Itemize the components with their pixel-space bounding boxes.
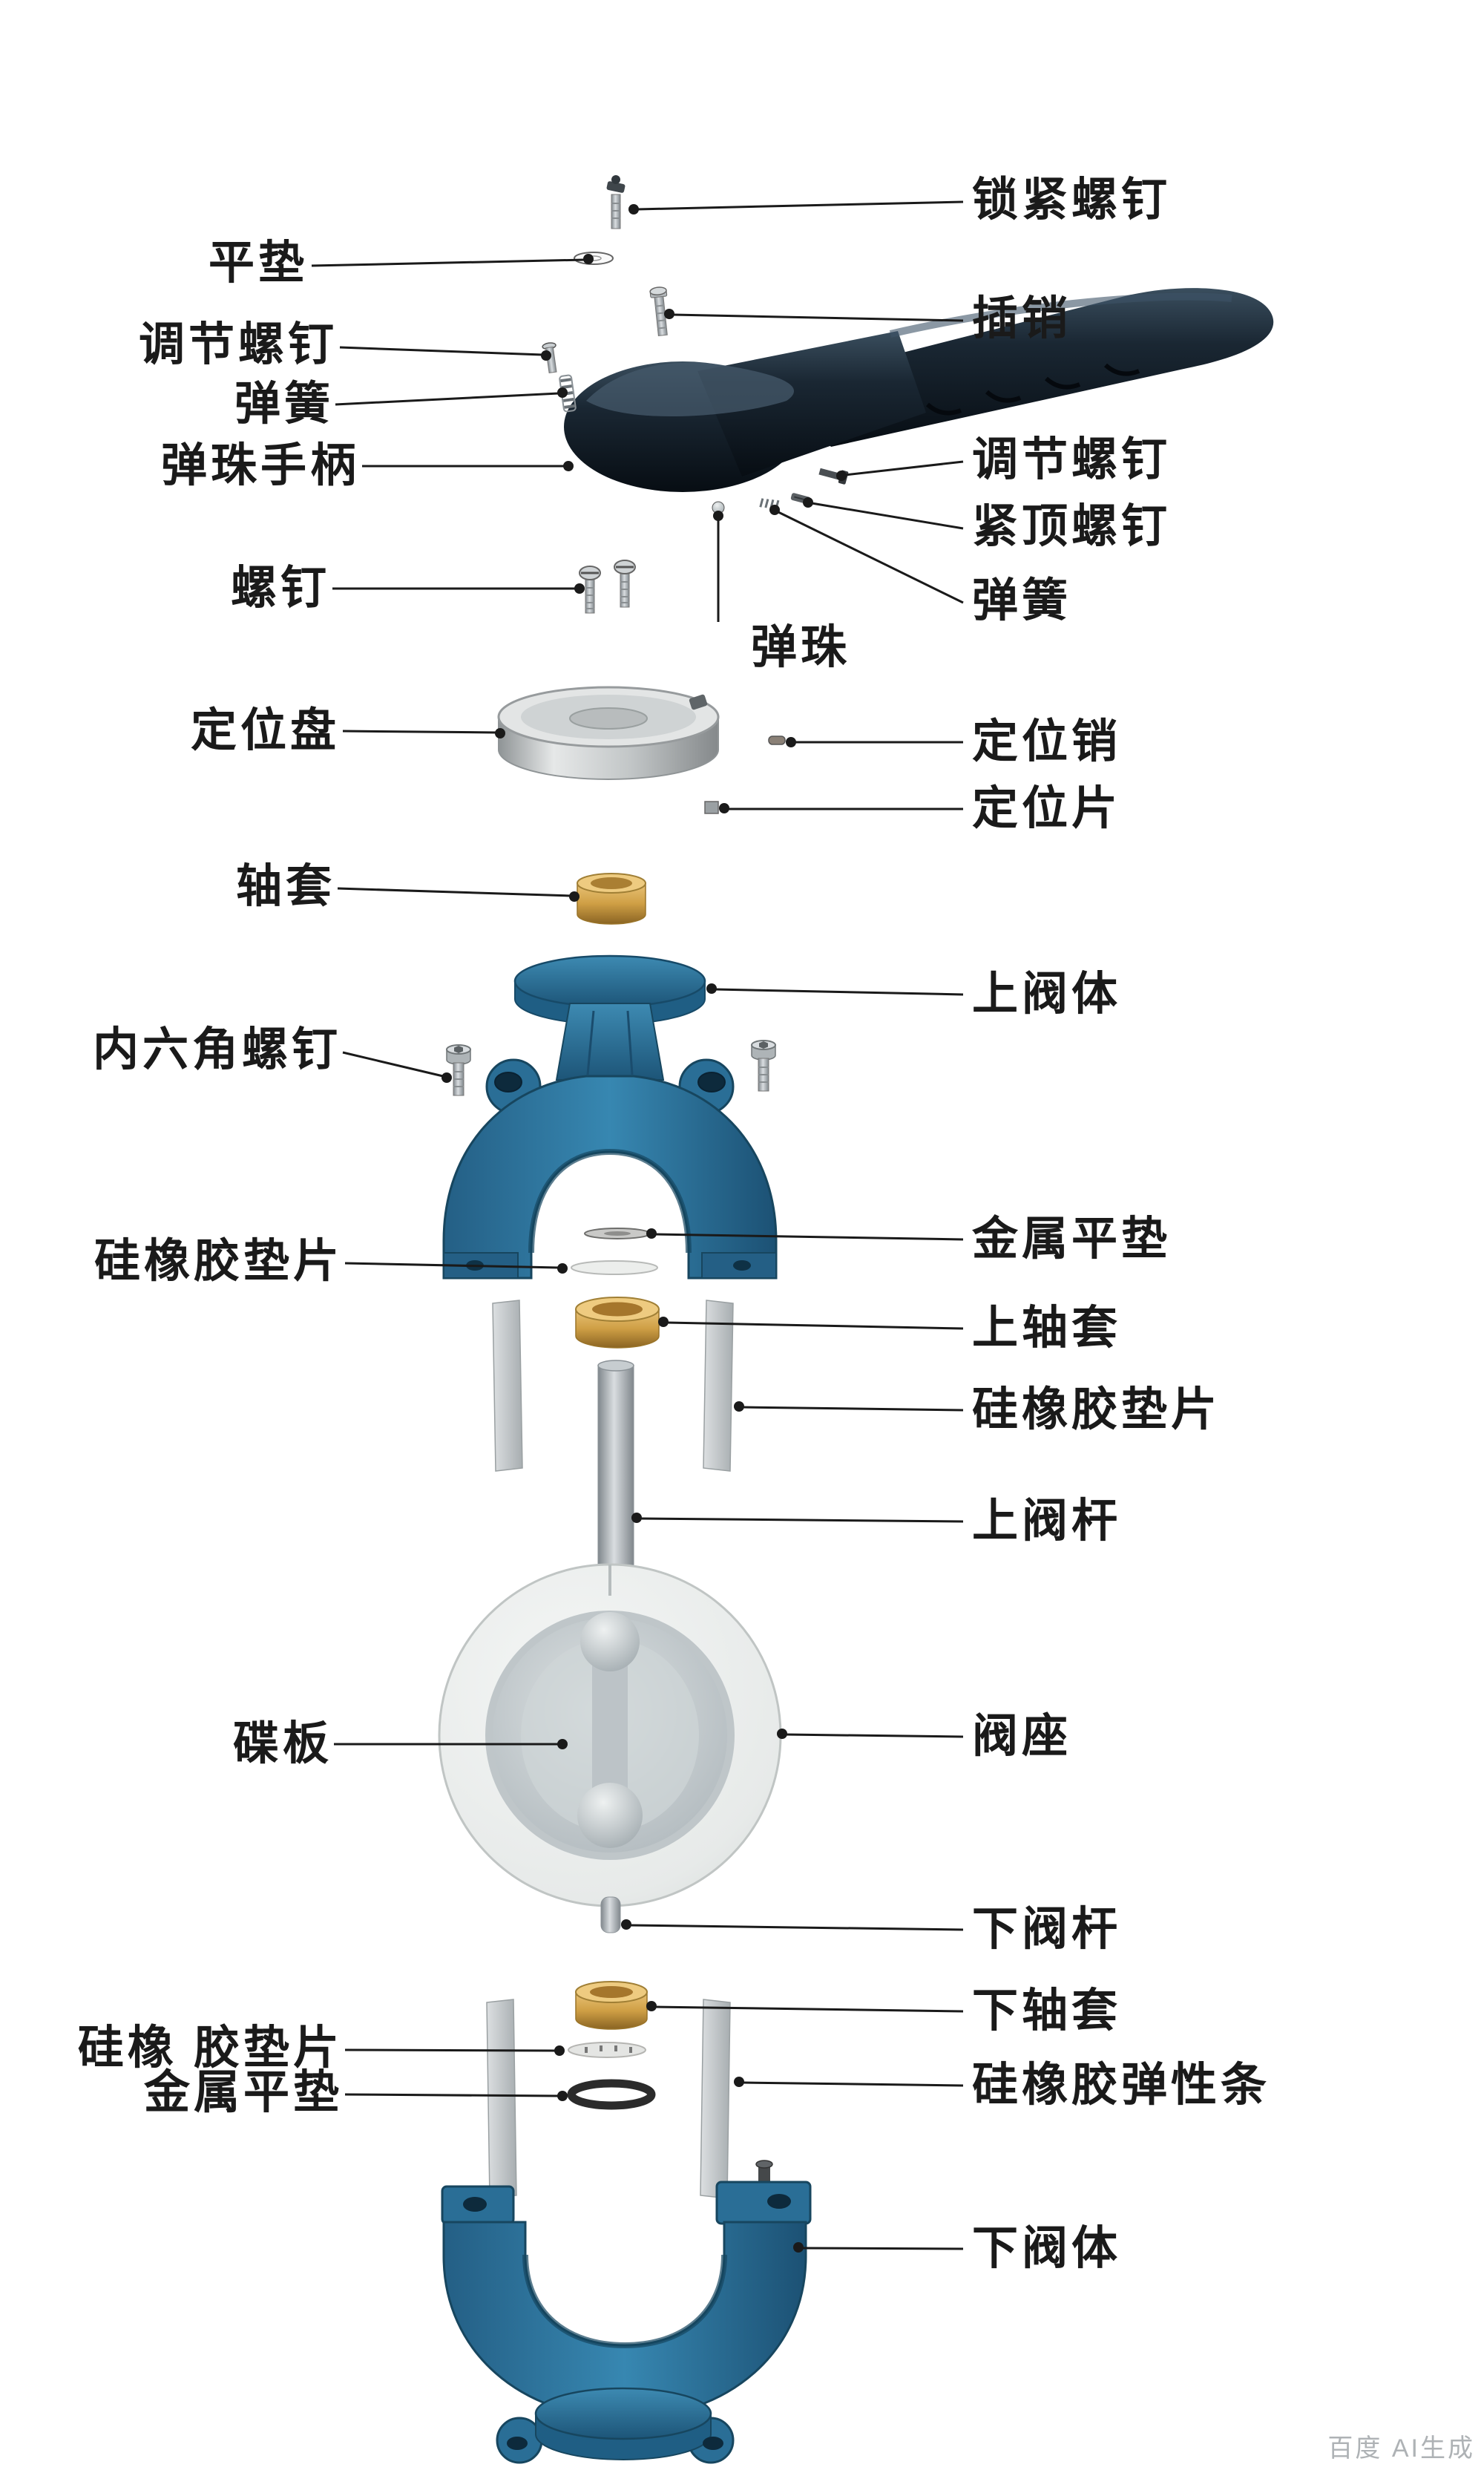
- part-upper-shaft-sleeve: [575, 1297, 660, 1349]
- label-silicone-gasket-lower: 硅橡 胶垫片: [77, 2022, 343, 2074]
- label-cotter-pin: 插销: [972, 293, 1072, 344]
- label-positioning-piece: 定位片: [972, 783, 1122, 834]
- label-metal-washer-lower: 金属平垫: [143, 2067, 343, 2118]
- part-positioning-piece: [704, 801, 719, 814]
- label-silicone-gasket-right: 硅橡胶垫片: [972, 1384, 1221, 1435]
- label-set-screw: 紧顶螺钉: [972, 501, 1172, 552]
- label-flat-washer: 平垫: [208, 238, 308, 289]
- part-lower-stem: [600, 1896, 621, 1933]
- label-adjust-screw-left: 调节螺钉: [138, 319, 338, 370]
- label-screw: 螺钉: [230, 563, 330, 614]
- part-metal-washer-lower: [567, 2079, 656, 2110]
- label-spring-left: 弹簧: [234, 379, 334, 430]
- label-lock-screw: 锁紧螺钉: [972, 174, 1172, 226]
- part-ball-handle: [564, 288, 1274, 492]
- part-flat-washer: [574, 252, 614, 265]
- part-lower-valve-body: [441, 2160, 812, 2464]
- leader-lines: [311, 200, 964, 2250]
- part-silicone-strips-upper: [492, 1300, 734, 1472]
- label-lower-stem: 下阀杆: [972, 1904, 1122, 1955]
- part-lock-screw: [606, 175, 626, 229]
- part-silicone-elastic-strips: [486, 1999, 731, 2199]
- watermark: 百度 AI生成: [1327, 2434, 1475, 2463]
- label-metal-washer-upper: 金属平垫: [972, 1213, 1172, 1265]
- part-cotter-pin: [649, 286, 668, 337]
- label-shaft-sleeve: 轴套: [235, 861, 335, 912]
- label-hex-socket-screw: 内六角螺钉: [92, 1024, 341, 1075]
- part-silicone-gasket-upper: [571, 1260, 658, 1275]
- part-silicone-gasket-lower: [568, 2042, 646, 2058]
- label-positioning-disc: 定位盘: [190, 705, 340, 756]
- label-lower-shaft-sleeve: 下轴套: [972, 1985, 1122, 2037]
- label-spring-right: 弹簧: [972, 575, 1072, 626]
- label-silicone-elastic-strip: 硅橡胶弹性条: [972, 2060, 1271, 2111]
- part-upper-valve-body: [442, 954, 778, 1280]
- part-shaft-sleeve: [577, 873, 646, 925]
- label-ball: 弹珠: [751, 622, 851, 673]
- part-positioning-disc: [497, 686, 720, 780]
- label-positioning-pin: 定位销: [972, 716, 1122, 767]
- label-upper-shaft-sleeve: 上轴套: [972, 1303, 1122, 1354]
- label-adjust-screw-right: 调节螺钉: [972, 434, 1172, 485]
- label-ball-handle: 弹珠手柄: [160, 440, 360, 491]
- part-lower-shaft-sleeve: [575, 1981, 648, 2030]
- label-upper-valve-body: 上阀体: [972, 969, 1122, 1020]
- leader-dots: [441, 204, 847, 2253]
- label-upper-stem: 上阀杆: [972, 1496, 1122, 1547]
- part-hex-socket-screws: [446, 1040, 776, 1096]
- part-metal-washer-upper: [584, 1228, 651, 1239]
- part-positioning-pin: [768, 736, 786, 745]
- label-valve-seat: 阀座: [972, 1711, 1072, 1762]
- part-disc-plate: [493, 1612, 727, 1852]
- label-disc-plate: 碟板: [232, 1718, 332, 1769]
- label-silicone-gasket-upper: 硅橡胶垫片: [93, 1236, 343, 1287]
- label-lower-valve-body: 下阀体: [972, 2223, 1122, 2274]
- part-screws: [579, 560, 636, 614]
- part-spring-right: [759, 498, 780, 510]
